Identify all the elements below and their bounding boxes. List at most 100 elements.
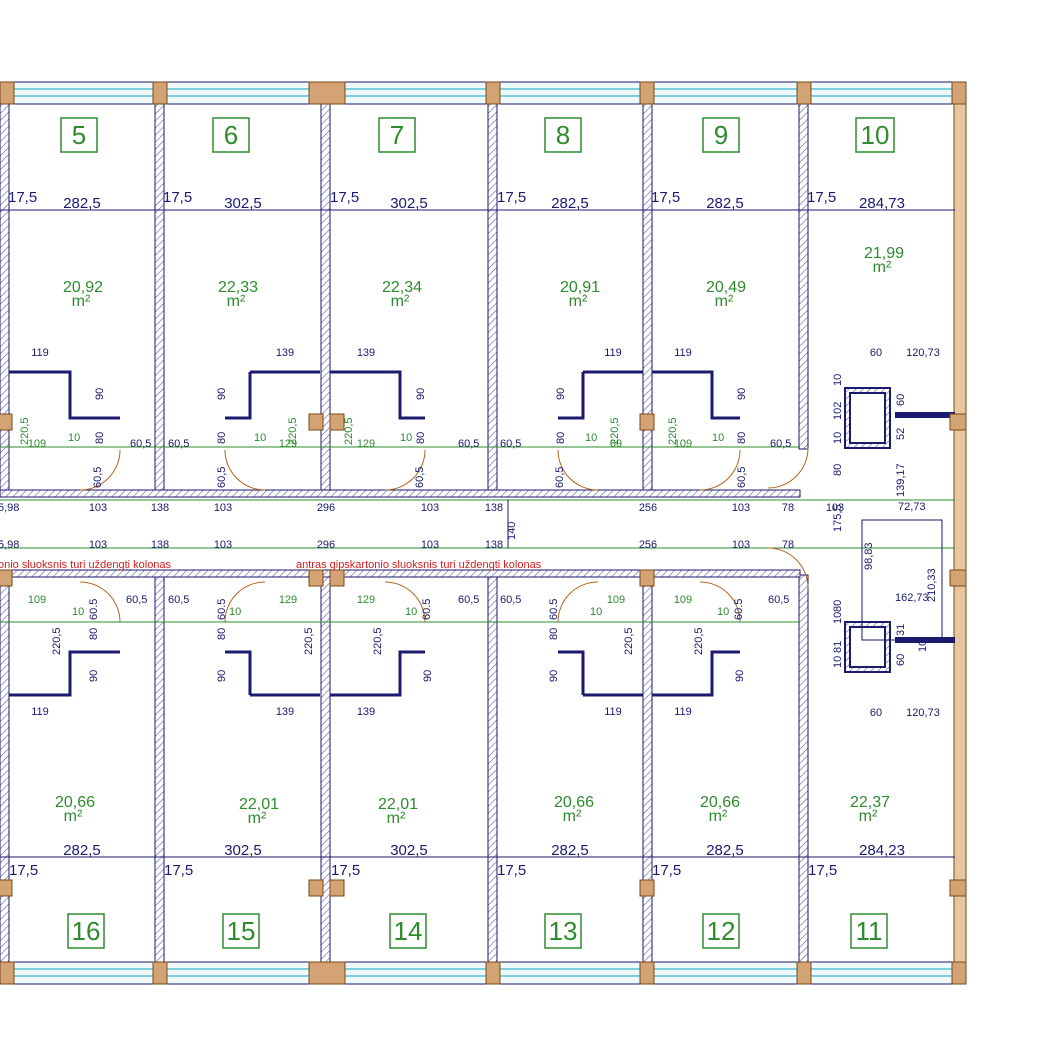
bath-dim: 220,5 xyxy=(303,627,315,655)
bath-dim: 60.5 xyxy=(216,599,228,620)
corridor-dim: 103 xyxy=(214,502,232,514)
bath-dim: 10 xyxy=(400,432,412,444)
bath-dim: 80 xyxy=(736,432,748,444)
wall-thickness: 17,5 xyxy=(497,189,526,206)
bath-dim: 10 xyxy=(590,606,602,618)
bath-dim: 119 xyxy=(31,347,49,359)
area-unit: m² xyxy=(873,259,892,276)
stair-dim: 102 xyxy=(832,402,844,420)
corridor-dim: 256 xyxy=(639,539,657,551)
room-widths: 282,5 302,5 302,5 282,5 282,5 284,73 17,… xyxy=(8,189,905,879)
bath-dim: 60.5 xyxy=(421,599,433,620)
room-number-16: 16 xyxy=(72,916,101,946)
bath-dim: 10 xyxy=(72,606,84,618)
bath-dim: 60,5 xyxy=(92,467,104,488)
corridor-dim: 5,98 xyxy=(0,502,19,514)
stair-dim: 210,33 xyxy=(926,568,938,602)
stair-dim: 80 xyxy=(832,600,844,612)
stair-dim: 72,73 xyxy=(898,501,926,513)
column xyxy=(485,961,501,985)
room-area: 22,33 xyxy=(218,279,258,296)
bath-dim: 80 xyxy=(216,432,228,444)
area-unit: m² xyxy=(859,808,878,825)
corridor-dim: 138 xyxy=(485,502,503,514)
door-swing xyxy=(79,449,121,491)
area-unit: m² xyxy=(391,293,410,310)
stair-dim: 120,73 xyxy=(906,707,940,719)
wall-thickness: 17,5 xyxy=(652,862,681,879)
column xyxy=(152,961,168,985)
room-number-13: 13 xyxy=(549,916,578,946)
room-width: 282,5 xyxy=(551,842,589,859)
bath-dim: 119 xyxy=(604,347,622,359)
room-area: 20,91 xyxy=(560,279,600,296)
room-number-5: 5 xyxy=(72,120,86,150)
room-area: 22,01 xyxy=(239,796,279,813)
column xyxy=(796,961,812,985)
column xyxy=(485,81,501,105)
bath-dim: 109 xyxy=(607,594,625,606)
column xyxy=(639,569,655,587)
door-swing xyxy=(224,449,266,491)
bath-dim: 129 xyxy=(357,438,375,450)
stair-dim: 81 xyxy=(832,641,844,653)
room-number-12: 12 xyxy=(707,916,736,946)
bath-dim: 139 xyxy=(357,706,375,718)
bath-dim: 10 xyxy=(254,432,266,444)
stair-dim: 10 xyxy=(832,612,844,624)
bath-dim: 10 xyxy=(712,432,724,444)
stair-dim: 60 xyxy=(895,654,907,666)
door-swing xyxy=(767,547,809,589)
room-number-11: 11 xyxy=(856,916,883,946)
column xyxy=(308,879,324,897)
room-number-8: 8 xyxy=(556,120,570,150)
wall-thickness: 17,5 xyxy=(163,189,192,206)
doors xyxy=(79,447,809,623)
bath-dim: 60,5 xyxy=(130,438,151,450)
column xyxy=(152,81,168,105)
bath-dim: 109 xyxy=(28,438,46,450)
bath-dim: 60.5 xyxy=(548,599,560,620)
bath-dim: 10 xyxy=(68,432,80,444)
column xyxy=(329,569,345,587)
stair-dim: 60 xyxy=(895,394,907,406)
bath-dim: 220,5 xyxy=(372,627,384,655)
bath-dim: 80 xyxy=(415,432,427,444)
dimension-lines xyxy=(0,209,955,858)
corridor-dim: 256 xyxy=(639,502,657,514)
column xyxy=(308,569,324,587)
room-areas: 20,92 m² 22,33 m² 22,34 m² 20,91 m² 20,4… xyxy=(55,245,904,827)
bathroom-outlines xyxy=(9,370,740,697)
bath-dim: 60,5 xyxy=(500,594,521,606)
bathroom-dimensions: 119 139 139 119 119 119 139 139 119 119 … xyxy=(19,347,791,718)
door-swing xyxy=(699,581,741,623)
corridor-dim: 103 xyxy=(732,502,750,514)
room-area: 22,01 xyxy=(378,796,418,813)
bath-dim: 60,5 xyxy=(458,438,479,450)
bath-dim: 139 xyxy=(357,347,375,359)
corridor-dim: 103 xyxy=(421,539,439,551)
column xyxy=(0,879,13,897)
column xyxy=(951,81,967,105)
column xyxy=(639,81,655,105)
wall-thickness: 17,5 xyxy=(651,189,680,206)
bath-dim: 220,5 xyxy=(667,417,679,445)
corridor-dim: 78 xyxy=(782,539,794,551)
exterior-wall-right xyxy=(953,103,967,963)
bath-dim: 90 xyxy=(415,388,427,400)
room-width: 282,5 xyxy=(551,195,589,212)
column xyxy=(639,879,655,897)
area-unit: m² xyxy=(563,808,582,825)
annotations: onio sluoksnis turi uždengti kolonas ant… xyxy=(0,559,542,571)
column xyxy=(796,81,812,105)
column xyxy=(949,569,967,587)
column xyxy=(329,413,345,431)
bath-dim: 220,5 xyxy=(51,627,63,655)
wall-thickness: 17,5 xyxy=(807,189,836,206)
stair-dim: 120,73 xyxy=(906,347,940,359)
stair-core xyxy=(844,387,955,673)
door-swing xyxy=(79,581,121,623)
corridor-width: 140 xyxy=(506,522,518,540)
room-width: 302,5 xyxy=(224,195,262,212)
